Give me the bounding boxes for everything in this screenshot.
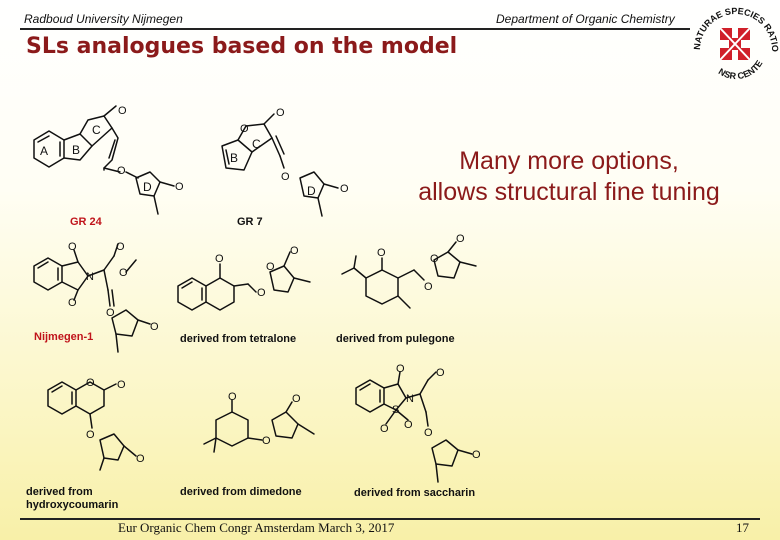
atom-o: O [262,435,271,447]
ring-label-b: B [230,151,238,165]
callout-line-2: allows structural fine tuning [418,178,720,206]
atom-o: O [396,363,405,375]
atom-o: O [118,105,127,117]
atom-o: O [68,297,77,309]
label-hydroxycoumarin-line-2: hydroxycoumarin [26,499,119,511]
molecule-dimedone: O O O [203,391,315,453]
atom-o: O [430,253,439,265]
label-nijmegen-1: Nijmegen-1 [34,331,94,343]
atom-o: O [117,165,126,177]
atom-o: O [257,287,266,299]
molecule-gr7: B C D O O O O [221,107,349,217]
molecule-gr24: A B C D O O O [33,105,184,215]
label-pulegone: derived from pulegone [336,333,455,345]
atom-o: O [228,391,237,403]
label-saccharin: derived from saccharin [354,487,476,499]
atom-o: O [266,261,275,273]
atom-o: O [290,245,299,257]
atom-o: O [136,453,145,465]
atom-o: O [276,107,285,119]
atom-o: O [116,241,125,253]
atom-n: N [406,393,414,405]
atom-o: O [215,253,224,265]
ring-label-d: D [307,184,316,198]
footer-divider [20,518,760,520]
molecule-hydroxycoumarin: O O O O [47,377,145,471]
atom-o: O [117,379,126,391]
atom-o: O [86,429,95,441]
molecule-pulegone: O O O O [341,233,477,309]
ring-label-d: D [143,180,152,194]
atom-o: O [404,419,413,431]
atom-o: O [281,171,290,183]
ring-label-b: B [72,143,80,157]
slide-title: SLs analogues based on the model [26,34,458,59]
atom-o: O [68,241,77,253]
atom-n: N [86,271,94,283]
atom-o: O [106,307,115,319]
atom-o: O [472,449,481,461]
atom-o: O [86,377,95,389]
callout-line-1: Many more options, [459,147,679,175]
atom-o: O [436,367,445,379]
callout-text: Many more options, allows structural fin… [398,146,740,208]
molecule-saccharin: S N O O O O O O [355,363,481,483]
molecule-nijmegen-1: N O O O O O O [33,241,159,353]
atom-o: O [119,267,128,279]
atom-o: O [340,183,349,195]
department-name: Department of Organic Chemistry [496,12,675,26]
ring-label-c: C [92,123,101,137]
atom-o: O [175,181,184,193]
nsr-center-logo: NATURAE SPECIES RATIO QUE NSR CENTER [690,2,780,81]
ring-label-a: A [40,144,48,158]
label-tetralone: derived from tetralone [180,333,297,345]
molecule-tetralone: O O O O [177,245,311,311]
university-name: Radboud University Nijmegen [24,12,183,26]
atom-o: O [424,427,433,439]
label-gr24: GR 24 [70,216,102,228]
label-gr7: GR 7 [237,216,263,228]
label-hydroxycoumarin-line-1: derived from [26,486,93,498]
atom-s: S [392,404,399,416]
atom-o: O [292,393,301,405]
atom-o: O [456,233,465,245]
header-divider [20,28,690,30]
footer-conference: Eur Organic Chem Congr Amsterdam March 3… [118,520,395,535]
atom-o: O [150,321,159,333]
ring-label-c: C [252,137,261,151]
page-number: 17 [736,520,749,535]
label-dimedone: derived from dimedone [180,486,302,498]
atom-o: O [380,423,389,435]
logo-emblem [719,27,751,61]
atom-o: O [377,247,386,259]
atom-o: O [424,281,433,293]
atom-o: O [240,123,249,135]
